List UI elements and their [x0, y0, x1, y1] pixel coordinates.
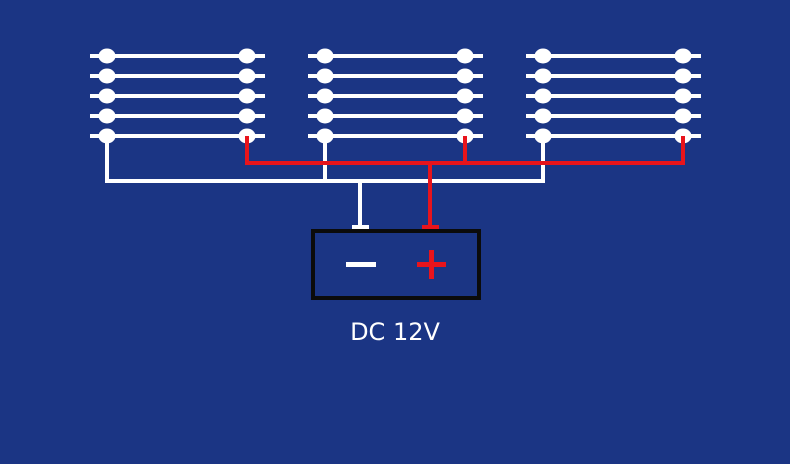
led-strip	[90, 74, 265, 78]
led-panel	[308, 48, 483, 150]
positive-sign-vertical-icon	[429, 250, 434, 279]
led-strip	[526, 74, 701, 78]
strip-connector-left	[316, 68, 334, 84]
battery	[311, 229, 481, 300]
strip-connector-right	[456, 108, 474, 124]
led-strip	[90, 114, 265, 118]
strip-connector-right	[674, 68, 692, 84]
led-strip	[308, 114, 483, 118]
strip-connector-left	[98, 48, 116, 64]
led-strip	[308, 54, 483, 58]
strip-connector-right	[456, 88, 474, 104]
strip-connector-right	[238, 88, 256, 104]
strip-connector-left	[534, 68, 552, 84]
strip-connector-left	[98, 68, 116, 84]
led-panels	[90, 48, 701, 150]
positive-stub	[245, 136, 249, 150]
strip-connector-left	[534, 88, 552, 104]
positive-stub	[463, 136, 467, 150]
strip-connector-left	[316, 48, 334, 64]
battery-body	[311, 229, 481, 300]
strip-connector-left	[534, 48, 552, 64]
strip-connector-left	[316, 108, 334, 124]
positive-stub	[681, 136, 685, 150]
led-strip	[90, 54, 265, 58]
strip-connector-right	[674, 88, 692, 104]
led-panel	[90, 48, 265, 150]
strip-connector-right	[238, 108, 256, 124]
positive-terminal	[422, 225, 439, 230]
negative-sign-icon	[346, 262, 376, 267]
strip-connector-left	[98, 108, 116, 124]
led-strip	[308, 94, 483, 98]
led-strip	[90, 134, 265, 138]
voltage-caption: DC 12V	[350, 318, 440, 346]
led-strip	[526, 134, 701, 138]
led-strip	[308, 134, 483, 138]
negative-wiring	[105, 136, 545, 230]
strip-connector-right	[456, 68, 474, 84]
strip-connector-right	[674, 108, 692, 124]
led-strip	[308, 74, 483, 78]
led-strip	[90, 94, 265, 98]
strip-connector-right	[238, 48, 256, 64]
strip-connector-right	[238, 68, 256, 84]
led-strip	[526, 94, 701, 98]
positive-wiring	[245, 150, 685, 230]
led-strip	[526, 54, 701, 58]
negative-terminal	[352, 225, 369, 230]
strip-connector-right	[674, 48, 692, 64]
led-strip	[526, 114, 701, 118]
strip-connector-left	[316, 88, 334, 104]
strip-connector-left	[534, 108, 552, 124]
strip-connector-right	[456, 48, 474, 64]
strip-connector-left	[98, 88, 116, 104]
